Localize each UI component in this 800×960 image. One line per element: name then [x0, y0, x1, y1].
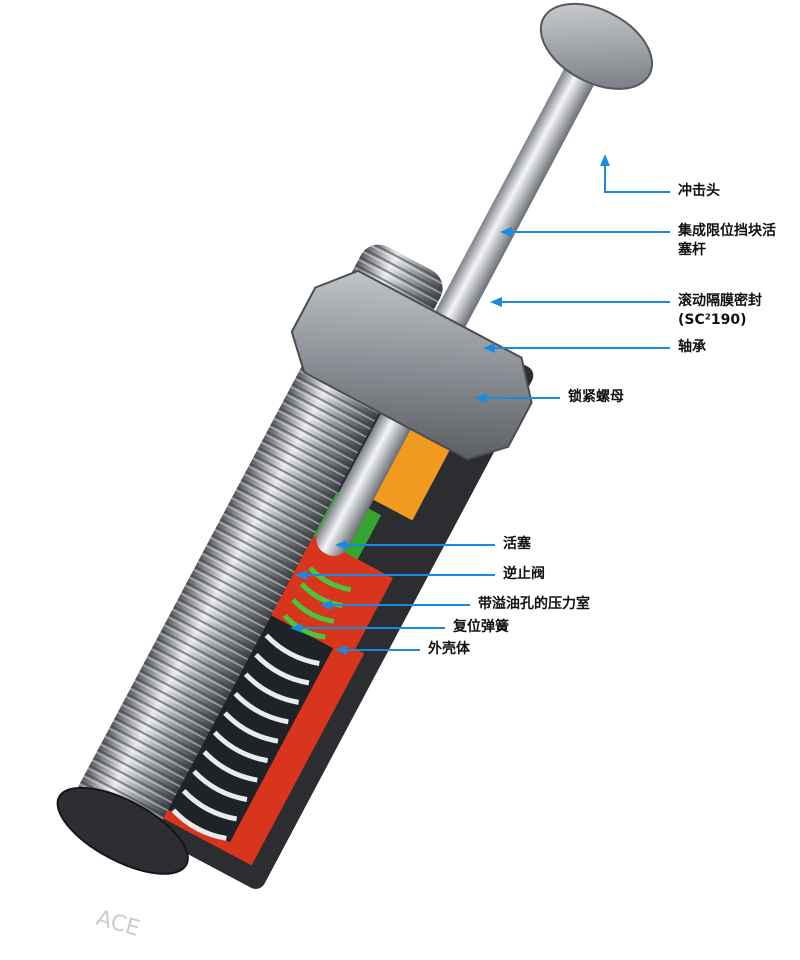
- arrow-rolling-seal: [490, 297, 502, 307]
- label-outer-body: 外壳体: [428, 641, 470, 657]
- label-return-spring: 复位弹簧: [453, 619, 509, 635]
- label-impact-head: 冲击头: [678, 183, 720, 199]
- arrow-lock-nut: [475, 393, 487, 403]
- arrow-return-spring: [290, 623, 302, 633]
- arrow-check-valve: [295, 570, 307, 580]
- arrow-pressure-chamber: [320, 600, 332, 610]
- label-rolling-seal: 滚动隔膜密封 (SC²190): [678, 293, 762, 328]
- brand-text: ACE: [93, 906, 142, 942]
- impact-head-shape: [539, 2, 654, 90]
- leader-lines: [295, 160, 670, 651]
- arrow-piston-rod: [500, 227, 512, 237]
- label-lock-nut: 锁紧螺母: [568, 389, 624, 405]
- label-piston: 活塞: [503, 536, 531, 552]
- arrow-impact-head: [600, 154, 610, 166]
- label-piston-rod: 集成限位挡块活塞杆: [678, 223, 776, 258]
- lock-nut-shape: [290, 269, 533, 461]
- leader-arrowheads: [290, 154, 610, 655]
- piston-rod-shaft: [316, 56, 598, 556]
- label-pressure-chamber: 带溢油孔的压力室: [478, 596, 590, 612]
- leader-impact-head: [604, 160, 670, 193]
- arrow-piston: [335, 540, 347, 550]
- label-bearing: 轴承: [678, 339, 706, 355]
- label-check-valve: 逆止阀: [503, 566, 545, 582]
- end-cap: [56, 786, 189, 875]
- assembly: [56, 2, 654, 889]
- arrow-bearing: [483, 343, 495, 353]
- arrow-outer-body: [335, 645, 347, 655]
- return-spring-coils: [171, 633, 320, 841]
